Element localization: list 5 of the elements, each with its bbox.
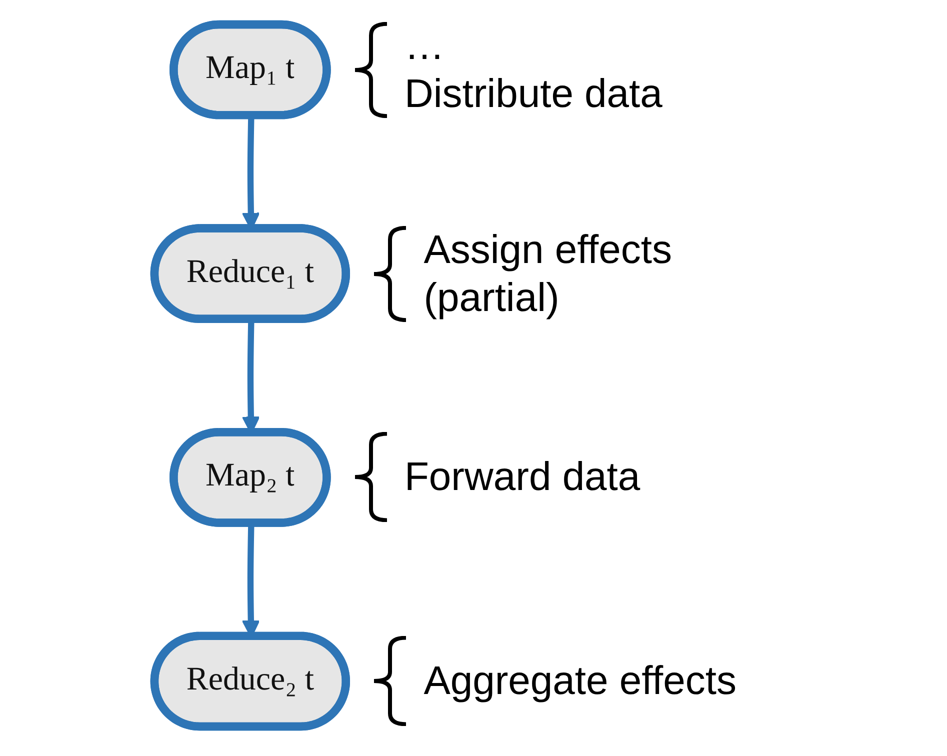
annotation-text: … xyxy=(404,22,444,70)
annotation-text: Assign effects (partial) xyxy=(424,226,673,322)
annotation-text: Aggregate effects xyxy=(424,658,736,706)
annotation-text: Forward data xyxy=(404,454,640,502)
annotation-text: Distribute data xyxy=(404,70,662,118)
